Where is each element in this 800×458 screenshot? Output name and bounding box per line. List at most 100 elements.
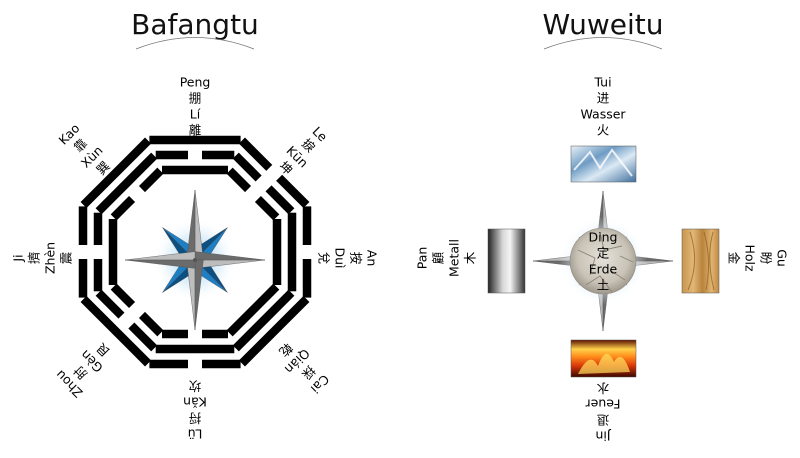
trigram-zhen <box>78 206 118 298</box>
label-line: Tui <box>593 75 611 90</box>
label-line: An <box>365 250 380 266</box>
trigram-line-broken <box>110 283 136 309</box>
label-line: 水 <box>596 381 609 396</box>
label-line: 盼 <box>759 252 774 265</box>
wuweitu-title-arc <box>543 37 663 50</box>
trigram-line-solid <box>108 219 118 285</box>
trigram-line-broken <box>238 137 273 171</box>
label-line: Pan <box>415 247 430 270</box>
compass-point <box>124 259 196 269</box>
trigram-octagon <box>78 135 312 369</box>
trigram-line-broken <box>202 329 228 339</box>
label-line: 離 <box>189 123 202 138</box>
earth-texture-image <box>559 217 647 305</box>
trigram-line-solid <box>162 165 228 175</box>
trigram-line-solid <box>272 219 282 285</box>
trigram-line-broken <box>254 195 280 221</box>
trigram-line-broken <box>155 150 188 160</box>
label-line: Ding <box>589 230 618 245</box>
label-line: Metall <box>447 239 462 277</box>
label-line: Jin <box>595 429 611 444</box>
trigram-line-broken <box>276 174 310 209</box>
fire-image <box>570 339 637 378</box>
label-line: Gu <box>775 249 790 267</box>
label-line: 捋 <box>189 411 202 426</box>
metal-texture-image <box>487 228 526 294</box>
wood-texture-image <box>681 228 720 294</box>
label-line: 定 <box>597 246 610 261</box>
label-line: 按 <box>349 252 364 265</box>
compass-point <box>194 259 204 331</box>
trigram-gen <box>80 283 164 367</box>
label-line: 土 <box>597 278 610 293</box>
water-ice-image <box>570 145 637 183</box>
trigram-line-solid <box>232 289 295 352</box>
label-line: 火 <box>597 123 610 138</box>
label-line: 木 <box>463 251 478 264</box>
trigram-line-solid <box>80 137 152 209</box>
trigram-kun <box>226 137 310 221</box>
trigram-line-solid <box>226 283 280 337</box>
trigram-line-broken <box>138 167 164 193</box>
trigram-dui <box>272 206 312 298</box>
trigram-line-broken <box>128 322 158 352</box>
trigram-kan <box>149 329 241 369</box>
trigram-line-broken <box>95 289 125 319</box>
label-line: Ji <box>11 254 26 262</box>
label-line: 金 <box>727 252 742 265</box>
trigram-line-broken <box>226 167 252 193</box>
label-line: 擠 <box>27 251 42 264</box>
trigram-qian <box>226 283 310 367</box>
label-line: 顧 <box>431 251 446 264</box>
wuweitu-title: Wuweitu <box>542 8 663 41</box>
label-line: Wasser <box>580 107 626 122</box>
label-line: Kǎn <box>183 395 207 410</box>
label-line: Lí <box>190 107 201 122</box>
label-line: Erde <box>589 262 618 277</box>
trigram-line-broken <box>78 259 88 298</box>
label-line: 退 <box>596 413 609 428</box>
trigram-line-broken <box>78 206 88 245</box>
trigram-line-solid <box>95 152 158 215</box>
bafangtu-title: Bafangtu <box>131 8 259 41</box>
trigram-line-broken <box>202 359 241 369</box>
trigram-line-broken <box>302 206 312 245</box>
bafangtu-title-arc <box>135 37 255 50</box>
trigram-line-broken <box>138 311 164 337</box>
trigram-line-broken <box>149 359 188 369</box>
label-line: Zhèn <box>43 242 58 274</box>
label-line: Holz <box>743 244 758 272</box>
trigram-line-broken <box>265 185 295 215</box>
trigram-line-broken <box>93 259 103 292</box>
trigram-li <box>149 135 241 175</box>
trigram-line-broken <box>93 212 103 245</box>
trigram-line-broken <box>302 259 312 298</box>
label-line: 坎 <box>188 379 201 394</box>
trigram-line-solid <box>238 295 310 367</box>
label-line: 掤 <box>189 91 202 106</box>
trigram-line-solid <box>80 295 152 367</box>
label-line: 震 <box>59 251 74 264</box>
trigram-line-broken <box>110 195 136 221</box>
trigram-line-solid <box>149 135 241 145</box>
label-line: 兌 <box>317 252 332 265</box>
trigram-line-broken <box>232 152 262 182</box>
trigram-xun <box>80 137 164 221</box>
compass-rose-icon <box>124 189 266 331</box>
label-line: Feuer <box>585 397 621 412</box>
label-line: Peng <box>180 75 211 90</box>
